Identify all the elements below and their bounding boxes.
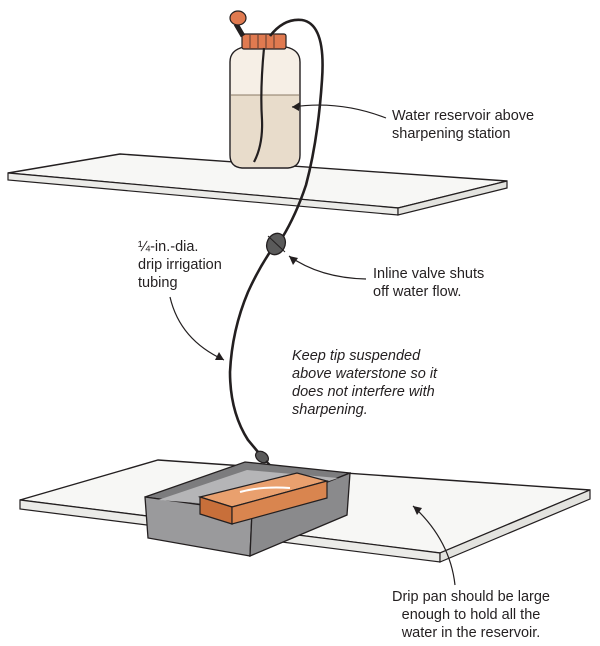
arrowhead-pan [413, 506, 422, 515]
drip-tubing [228, 18, 324, 453]
label-tip-line: above waterstone so it [292, 366, 438, 382]
leader-lines [169, 102, 456, 586]
arrowhead-tubing [215, 352, 224, 360]
leader-reservoir [291, 104, 387, 119]
label-tubing-line: ¼-in.-dia. [138, 239, 199, 255]
label-reservoir: Water reservoir above sharpening station [392, 107, 534, 143]
label-tip-line: Keep tip suspended [292, 348, 421, 364]
upper-shelf [7, 153, 508, 216]
label-tubing-line: drip irrigation [138, 257, 222, 273]
label-valve: Inline valve shuts off water flow. [373, 265, 484, 301]
leader-tubing [169, 296, 225, 361]
label-tubing: ¼-in.-dia. drip irrigation tubing [138, 238, 222, 292]
label-tubing-line: tubing [138, 275, 178, 291]
label-pan: Drip pan should be large enough to hold … [392, 588, 550, 642]
label-reservoir-line: sharpening station [392, 126, 511, 142]
label-valve-line: off water flow. [373, 284, 462, 300]
water-reservoir-bottle [229, 10, 301, 169]
label-tip-line: does not interfere with [292, 384, 435, 400]
label-pan-line: water in the reservoir. [401, 625, 541, 641]
tube-tip [254, 450, 271, 466]
label-reservoir-line: Water reservoir above [392, 108, 535, 124]
arrowhead-reservoir [292, 102, 300, 111]
label-valve-line: Inline valve shuts [373, 266, 485, 282]
label-pan-line: Drip pan should be large [392, 589, 550, 605]
inline-valve [265, 232, 287, 256]
label-tip-line: sharpening. [292, 402, 368, 418]
leader-pan [412, 505, 456, 586]
leader-valve [288, 255, 367, 280]
waterstone [197, 472, 330, 525]
label-tip: Keep tip suspended above waterstone so i… [292, 347, 437, 419]
label-pan-line: enough to hold all the [401, 607, 541, 623]
arrowhead-valve [289, 256, 298, 265]
